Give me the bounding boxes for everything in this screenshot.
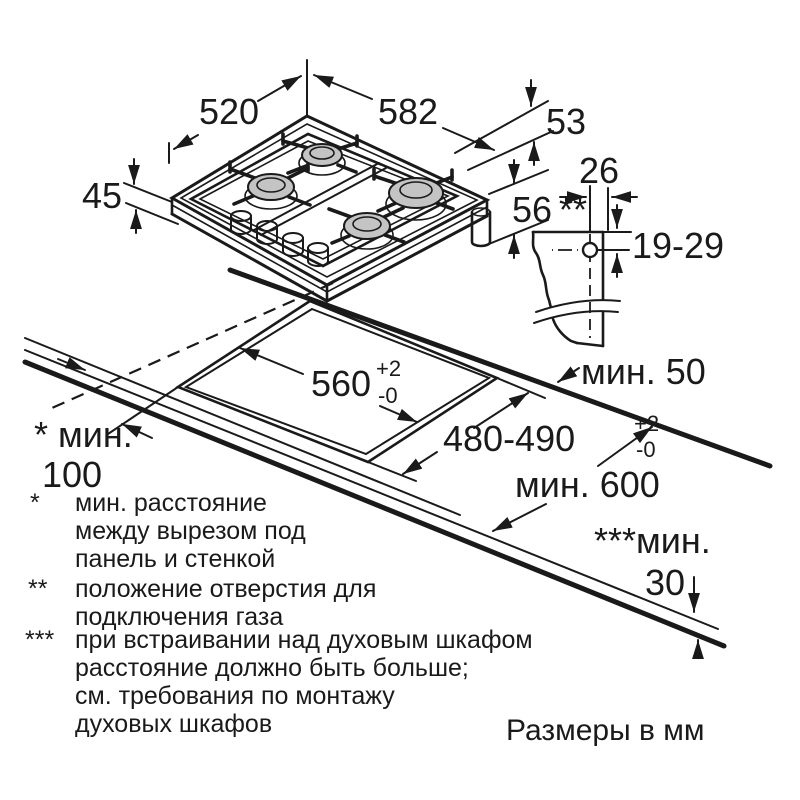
footnote-3-line-1: при встраивании над духовым шкафом — [75, 626, 533, 654]
dimension-56: 56 — [483, 159, 552, 259]
dim-582-label: 582 — [378, 91, 438, 132]
dim-26-label: 26 — [579, 150, 619, 191]
hob-body — [170, 196, 489, 303]
dim-560-tol-plus: +2 — [376, 356, 401, 381]
footnote-3-marker: *** — [25, 626, 54, 654]
dim-480-490-tol-minus: -0 — [636, 437, 656, 462]
countertop-back-edge — [227, 267, 773, 469]
profile-left-edge-lower — [551, 317, 579, 345]
dim-560-label: 560 — [311, 363, 371, 404]
wall-line — [24, 337, 461, 516]
dim-480-490-tol-plus: +2 — [634, 411, 659, 436]
footnote-2-line-2: подключения газа — [75, 603, 283, 631]
footnote-2-line-1: положение отверстия для — [75, 575, 376, 603]
hob-glass-inner-line — [179, 123, 479, 278]
knob-4 — [307, 247, 329, 267]
dim-min-30-label-line1: ***мин. — [594, 520, 711, 561]
gas-hole — [581, 241, 599, 259]
dimensions: 520 582 53 45 56 — [34, 59, 724, 660]
knob-1 — [230, 215, 252, 235]
dimension-min-600: мин. 600 — [492, 426, 660, 532]
pan-support-middle-rails — [253, 162, 387, 236]
break-line-2 — [533, 310, 619, 324]
pan-support-frame-inner — [198, 140, 450, 260]
dimension-560: 560 +2 -0 — [239, 347, 418, 423]
units-note: Размеры в мм — [506, 714, 705, 747]
dimension-582: 582 — [313, 74, 495, 151]
dimension-45: 45 — [82, 158, 179, 234]
dim-45-label: 45 — [82, 175, 122, 216]
dimension-min-100: * мин. 100 — [34, 357, 179, 495]
footnote-1-line-3: панель и стенкой — [75, 545, 275, 573]
dimension-19-29: 19-29 — [597, 204, 724, 278]
dimension-53: 53 — [454, 79, 586, 171]
dim-min-50-label: мин. 50 — [581, 351, 706, 392]
dimension-480-490: 480-490 +2 -0 — [367, 377, 659, 482]
dim-520-label: 520 — [199, 91, 259, 132]
dim-min-100-label-line2: 100 — [42, 454, 102, 495]
projection-dashed-line — [51, 281, 334, 410]
footnote-2-marker: ** — [28, 575, 48, 603]
control-knobs — [230, 210, 329, 267]
knob-3 — [282, 237, 304, 257]
burner-front — [340, 212, 394, 250]
cabinet-front-edge — [22, 359, 727, 649]
dim-min-30-label-line2: 30 — [645, 562, 685, 603]
knob-2 — [256, 225, 278, 245]
dimension-min-50: мин. 50 — [557, 351, 706, 392]
dim-53-label: 53 — [546, 101, 586, 142]
dim-min-600-label: мин. 600 — [515, 464, 660, 505]
dim-56-label: 56 — [512, 189, 552, 230]
burner-left — [244, 173, 298, 210]
dim-19-29-label: 19-29 — [632, 225, 724, 266]
countertop-front-edge — [24, 349, 719, 630]
footnote-3-line-2: расстояние должно быть больше; — [75, 654, 469, 682]
break-line-1 — [535, 299, 621, 313]
dim-min-100-label-line1: * мин. — [34, 414, 133, 455]
burner-back — [298, 143, 346, 176]
footnote-1-marker: * — [30, 489, 40, 517]
profile-left-edge-upper — [531, 230, 553, 310]
hob-isometric-view — [169, 114, 492, 303]
dim-560-tol-minus: -0 — [378, 383, 398, 408]
footnote-3-line-4: духовых шкафов — [75, 710, 272, 738]
dimension-26: 26 ** — [559, 150, 638, 232]
dimension-min-30: ***мин. 30 — [594, 520, 711, 660]
gas-hole-marker: ** — [559, 189, 587, 230]
footnote-1-line-1: мин. расстояние — [75, 489, 267, 517]
burner-right-large — [385, 177, 447, 221]
dim-480-490-label: 480-490 — [443, 418, 575, 459]
dimension-520: 520 — [168, 59, 308, 164]
cutout-inner-edge — [183, 307, 492, 456]
countertop — [22, 267, 773, 649]
pan-support-rails — [228, 132, 455, 245]
footnote-1-line-2: между вырезом под — [75, 517, 306, 545]
footnotes: * мин. расстояние между вырезом под пане… — [25, 489, 533, 738]
footnote-3-line-3: см. требования по монтажу — [75, 682, 395, 710]
